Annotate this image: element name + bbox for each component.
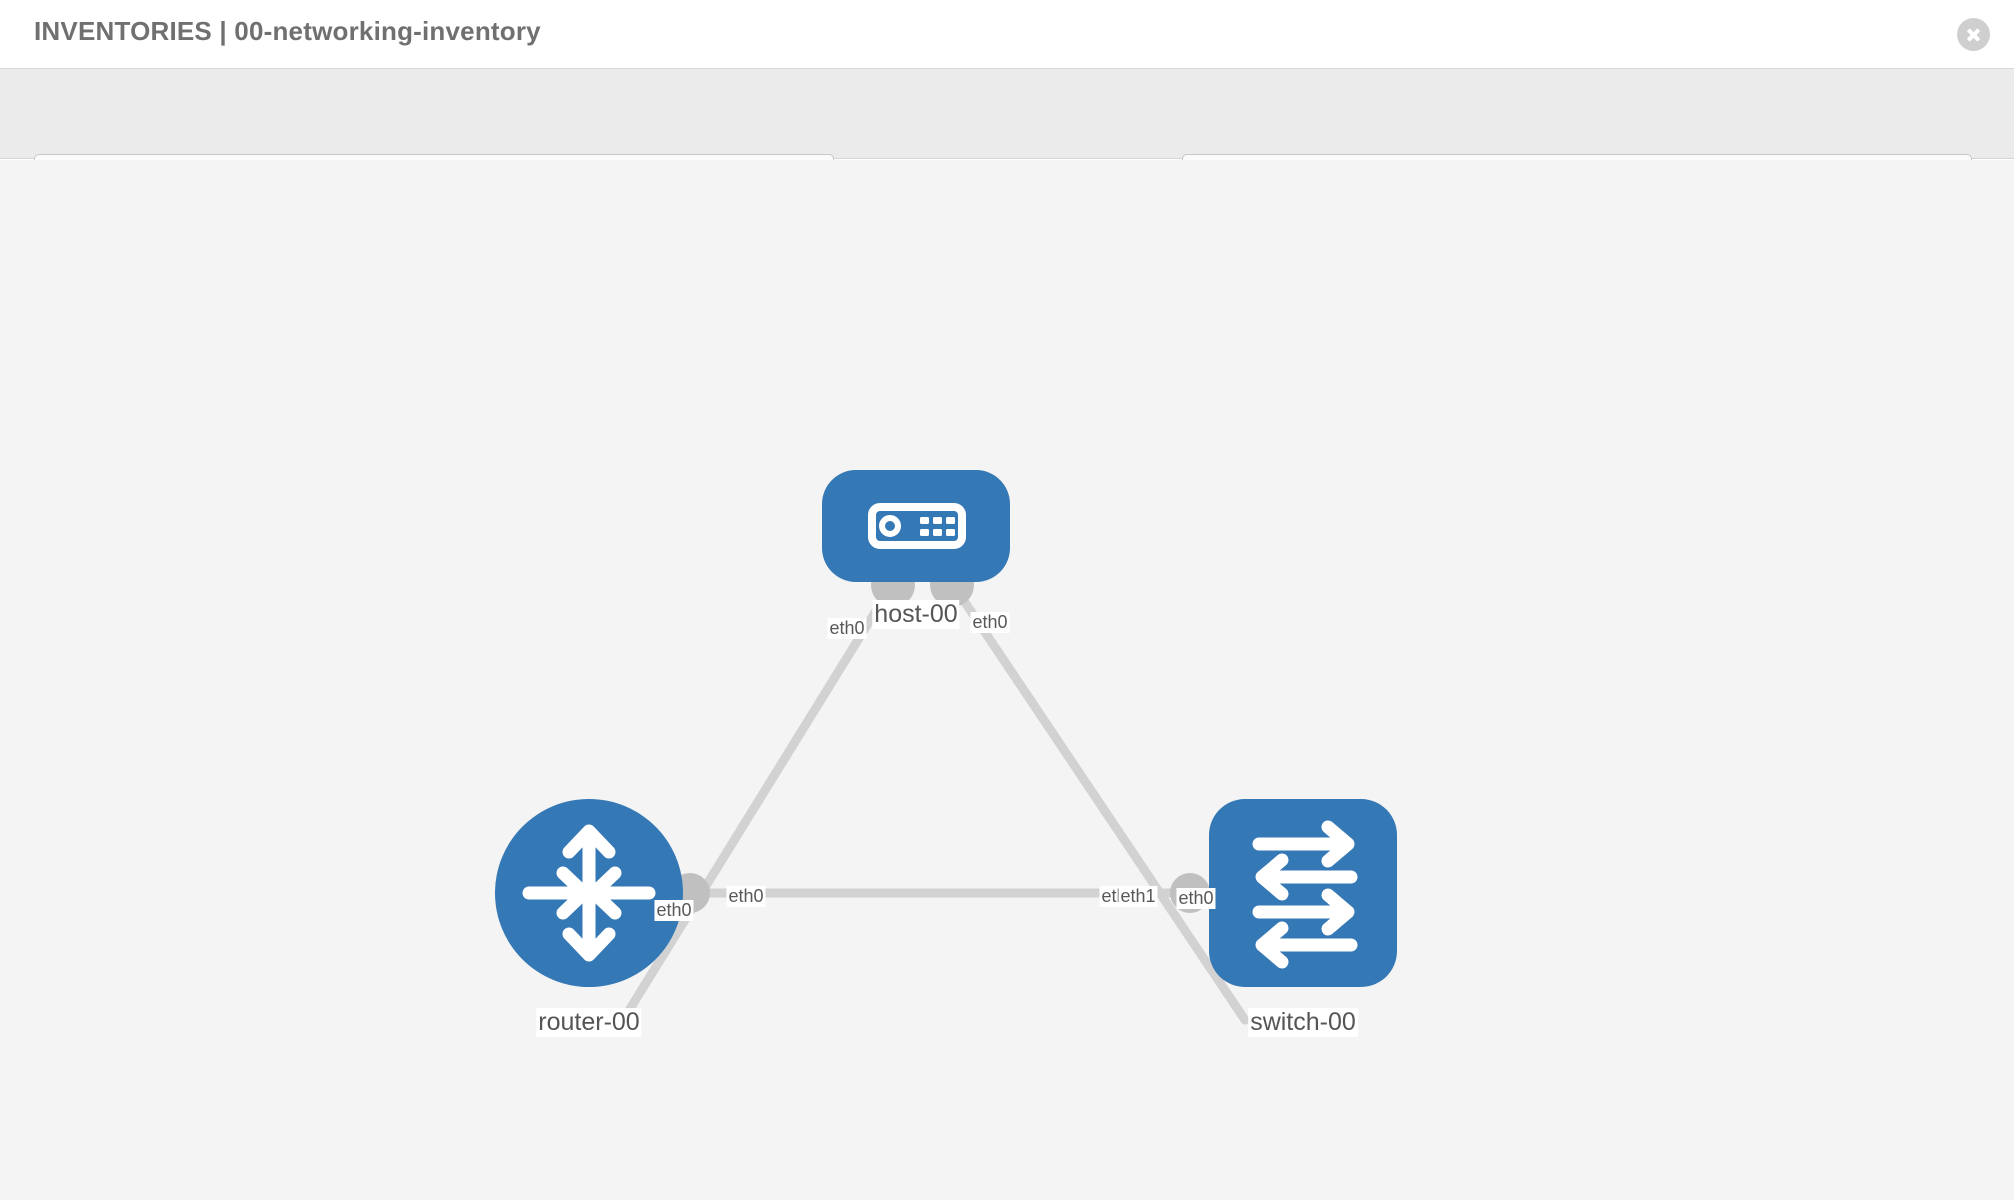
node-host-00 [822,470,1010,582]
page-title: INVENTORIES | 00-networking-inventory [34,16,541,46]
iface-label: eth0 [827,618,867,639]
switch-arrows-icon [1252,820,1358,969]
topology-canvas[interactable]: eth0 eth0 eth0 eth0 eth0 eth0 eth1 host-… [0,160,2014,1200]
iface-label: eth1 [1118,886,1158,907]
iface-label: eth0 [654,900,694,921]
node-label-switch: switch-00 [1248,1008,1358,1037]
toolbar: ACTIONS SEARCH [0,69,2014,206]
edge-host-router [615,575,900,1030]
iface-label: eth0 [726,886,766,907]
topology-edges [615,575,1250,1030]
edge-host-switch [945,575,1250,1025]
node-label-router: router-00 [536,1008,642,1037]
router-arrows-icon [522,824,656,962]
close-icon[interactable] [1957,18,1990,51]
node-switch-00 [1209,799,1397,987]
iface-label: eth0 [1176,888,1216,909]
node-label-host: host-00 [872,600,960,629]
node-router-00 [495,799,683,987]
server-icon [868,503,966,549]
close-x-glyph [1965,26,1982,43]
iface-label: eth0 [970,612,1010,633]
page-header: INVENTORIES | 00-networking-inventory [0,0,2014,69]
